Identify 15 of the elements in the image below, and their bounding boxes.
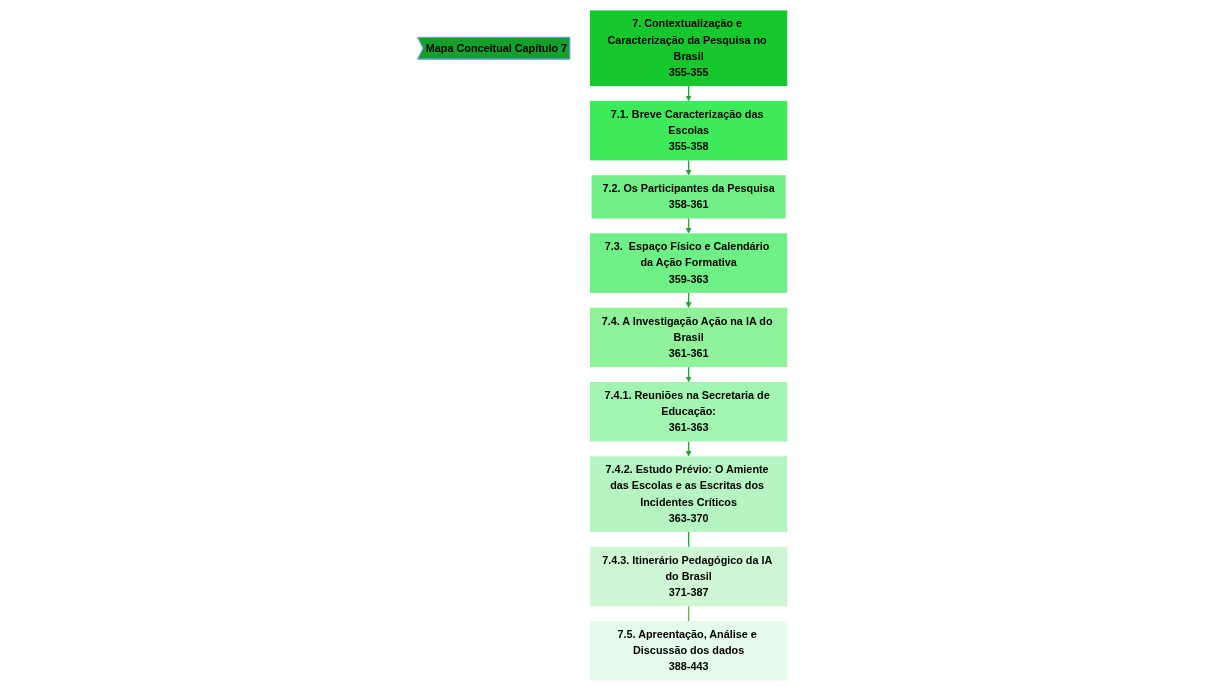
arrow bbox=[685, 159, 692, 176]
node-box: 7.2. Os Participantes da Pesquisa 358-361 bbox=[591, 175, 786, 219]
arrow bbox=[685, 292, 692, 308]
arrow bbox=[685, 440, 692, 457]
arrow bbox=[685, 85, 692, 102]
node-box: 7.4.2. Estudo Prévio: O Amiente das Escolas e as Escritas dos Incidentes Críticos 363-370 bbox=[590, 456, 788, 532]
node-box: 7.4.3. Itinerário Pedagógico da IA do Brasil 371-387 bbox=[590, 546, 788, 607]
arrow bbox=[685, 366, 692, 383]
node-box: 7. Contextualização e Caracterização da Pesquisa no Brasil 355-355 bbox=[590, 10, 788, 87]
node-box: 7.5. Apreentação, Análise e Discussão dos dados 388-443 bbox=[590, 621, 788, 681]
node-box: 7.1. Breve Caracterização das Escolas 355-358 bbox=[590, 100, 788, 161]
node-box: 7.4. A Investigação Ação na IA do Brasil 361-361 bbox=[590, 307, 788, 368]
node-box: 7.3. Espaço Físico e Calendário da Ação Formativa 359-363 bbox=[590, 233, 788, 293]
node-box: 7.4.1. Reuniões na Secretaria de Educação: 361-363 bbox=[590, 382, 788, 442]
arrow bbox=[685, 217, 692, 234]
